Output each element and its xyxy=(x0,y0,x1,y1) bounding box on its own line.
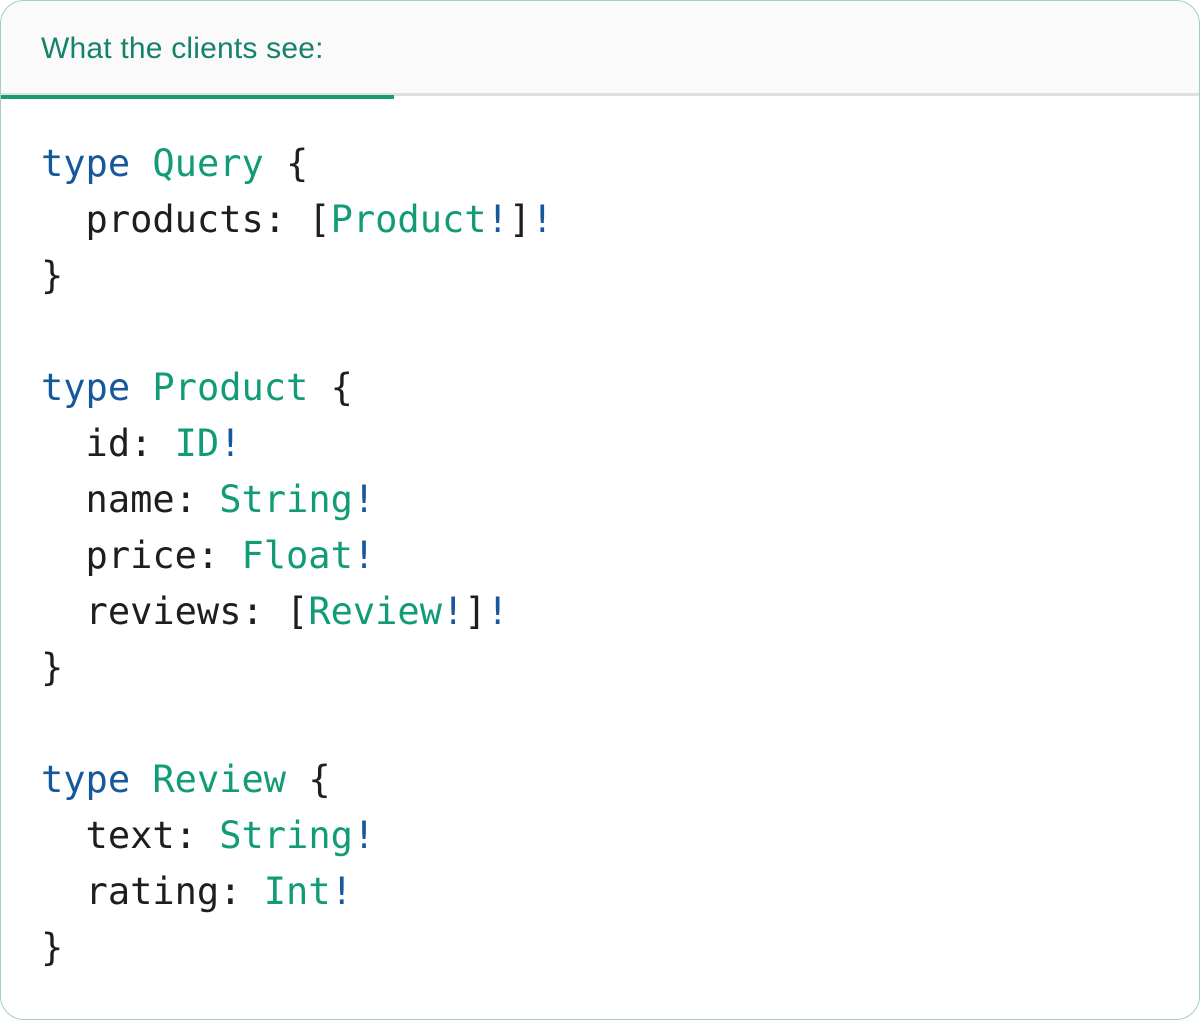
code-token: { xyxy=(286,758,331,801)
code-token xyxy=(130,758,152,801)
code-token: reviews: [ xyxy=(41,590,309,633)
code-token xyxy=(130,142,152,185)
code-line: type Review { xyxy=(41,752,1159,808)
code-token: ! xyxy=(330,870,353,913)
tab-label: What the clients see: xyxy=(41,31,324,65)
code-token: ] xyxy=(464,590,487,633)
code-token: rating: xyxy=(41,870,264,913)
code-token: products: [ xyxy=(41,198,331,241)
tab-active-indicator xyxy=(1,95,394,99)
code-token: { xyxy=(308,366,353,409)
tab-what-clients-see[interactable]: What the clients see: xyxy=(1,1,394,99)
code-token: ID xyxy=(174,422,220,465)
code-token: ! xyxy=(352,534,376,577)
code-line: rating: Int! xyxy=(41,864,1159,920)
code-line: price: Float! xyxy=(41,528,1159,584)
code-token: Float xyxy=(241,534,353,577)
code-token: Review xyxy=(152,758,287,801)
code-token: ] xyxy=(508,198,532,241)
code-line xyxy=(41,304,1159,360)
code-token: Product xyxy=(330,198,487,241)
code-token: } xyxy=(41,254,64,297)
code-line: reviews: [Review!]! xyxy=(41,584,1159,640)
code-token xyxy=(130,366,152,409)
code-token: type xyxy=(41,758,131,801)
code-token: Int xyxy=(263,870,331,913)
code-token: ! xyxy=(352,478,376,521)
code-line: } xyxy=(41,920,1159,976)
code-token: String xyxy=(219,814,353,857)
code-token: id: xyxy=(41,422,175,465)
code-token: ! xyxy=(219,422,242,465)
code-token: name: xyxy=(41,478,220,521)
code-line: type Query { xyxy=(41,136,1159,192)
code-token: type xyxy=(41,142,131,185)
code-token: ! xyxy=(486,590,509,633)
code-line: id: ID! xyxy=(41,416,1159,472)
code-token: } xyxy=(41,926,64,969)
code-token: text: xyxy=(41,814,220,857)
code-token: ! xyxy=(352,814,376,857)
code-token: ! xyxy=(531,198,554,241)
code-line: } xyxy=(41,640,1159,696)
code-token: price: xyxy=(41,534,242,577)
code-line: type Product { xyxy=(41,360,1159,416)
code-token: } xyxy=(41,646,64,689)
code-line: } xyxy=(41,248,1159,304)
code-token: ! xyxy=(486,198,509,241)
code-token: type xyxy=(41,366,131,409)
code-token: Product xyxy=(152,366,309,409)
code-token: { xyxy=(263,142,309,185)
code-line: products: [Product!]! xyxy=(41,192,1159,248)
code-line: name: String! xyxy=(41,472,1159,528)
code-line xyxy=(41,696,1159,752)
schema-code-block: type Query { products: [Product!]!}type … xyxy=(1,96,1199,976)
code-token: ! xyxy=(441,590,465,633)
code-line: text: String! xyxy=(41,808,1159,864)
code-token: Review xyxy=(308,590,442,633)
code-token: Query xyxy=(152,142,264,185)
code-token: String xyxy=(219,478,353,521)
card-header: What the clients see: xyxy=(1,1,1199,99)
